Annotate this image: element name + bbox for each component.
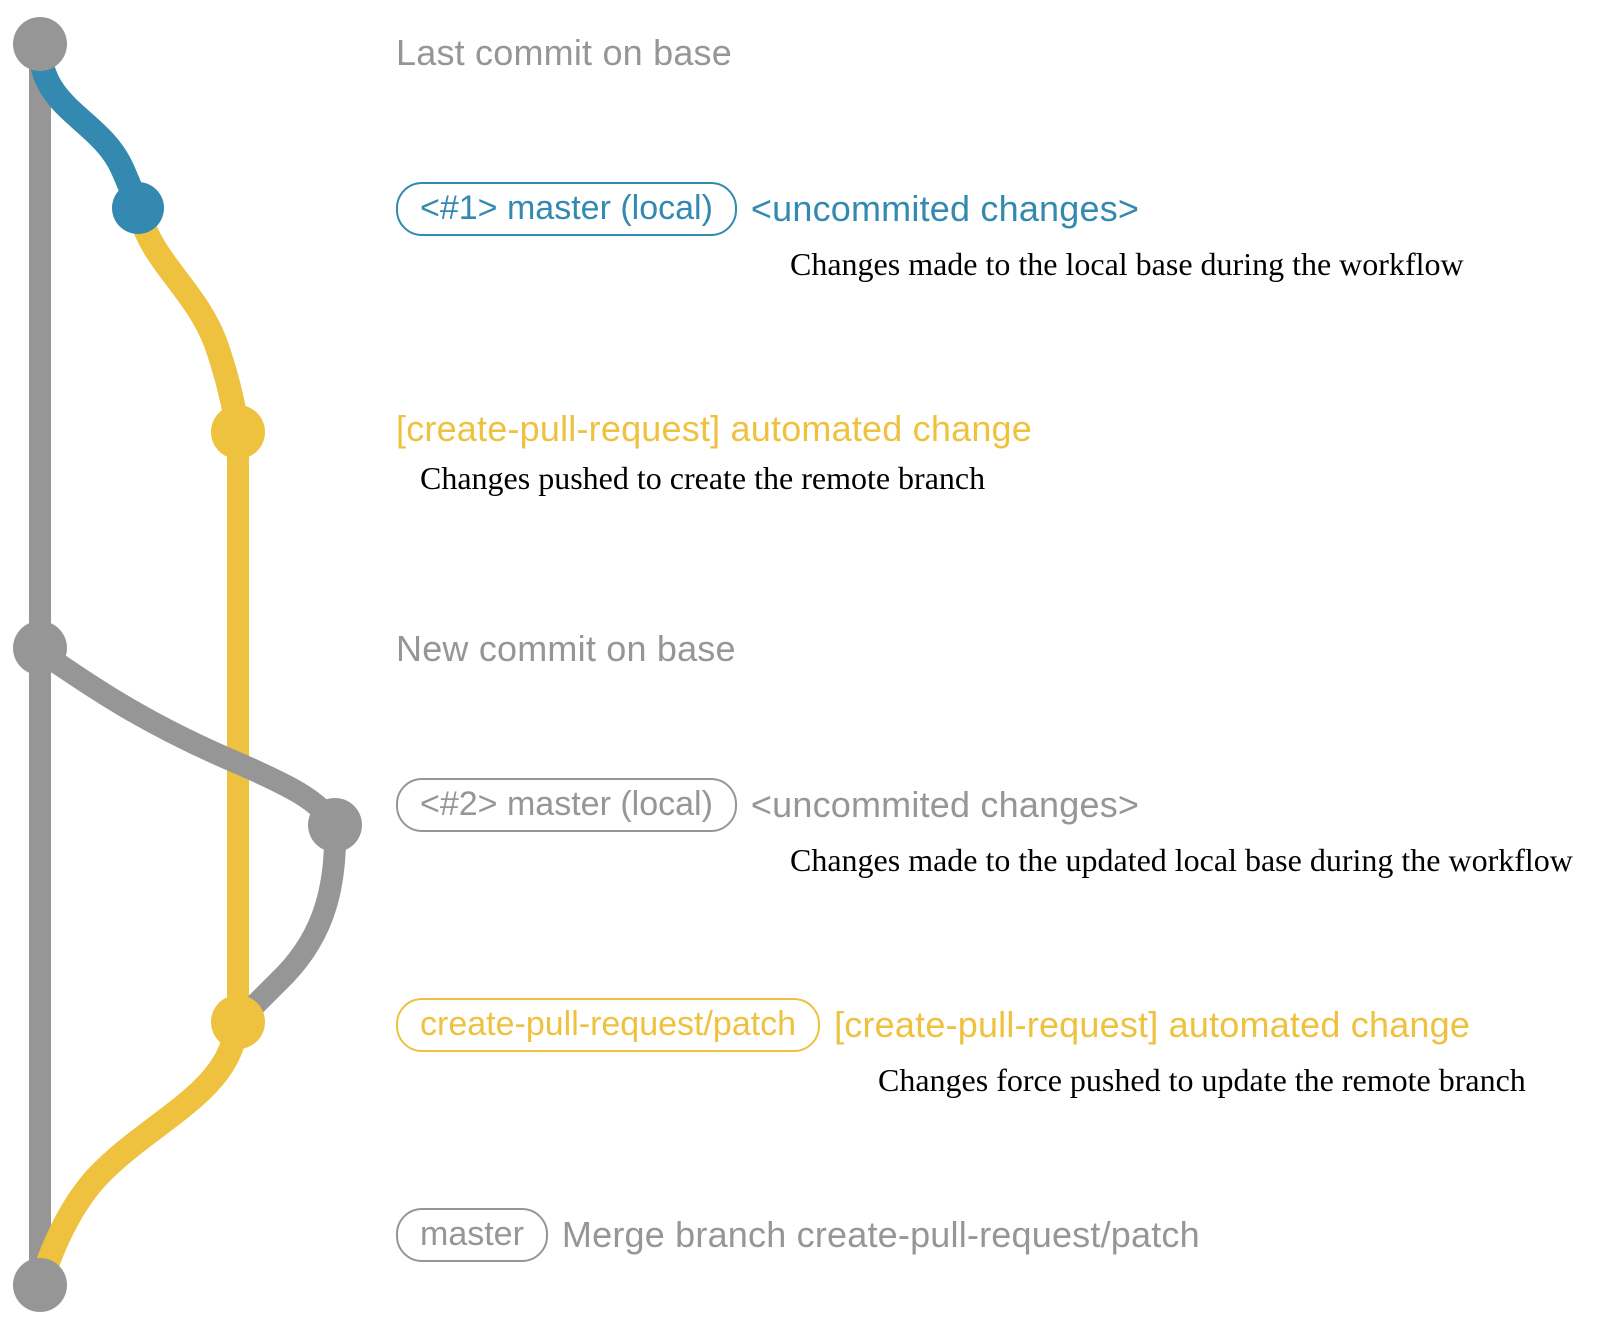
git-graph xyxy=(13,17,362,1312)
commit-caption: Changes made to the local base during th… xyxy=(790,246,1464,282)
commit-subject: [create-pull-request] automated change xyxy=(396,408,1032,449)
branch-badge-create-pull-request-patch[interactable]: create-pull-request/patch xyxy=(396,998,821,1052)
commit-subject: Merge branch create-pull-request/patch xyxy=(561,1214,1200,1255)
commit-row-local-1: <#1> master (local) <uncommited changes>… xyxy=(396,182,1464,283)
commit-row-local-2: <#2> master (local) <uncommited changes>… xyxy=(396,778,1573,879)
commit-row-automated-change-1: [create-pull-request] automated change C… xyxy=(396,408,1032,497)
commit-subject: <uncommited changes> xyxy=(750,188,1140,229)
commit-node-automated-change-1[interactable] xyxy=(211,405,265,459)
commit-row-automated-change-2: create-pull-request/patch [create-pull-r… xyxy=(396,998,1526,1099)
commit-row-line: [create-pull-request] automated change xyxy=(396,408,1032,450)
commit-subject: Last commit on base xyxy=(396,32,732,73)
commit-row-last-commit-on-base: Last commit on base xyxy=(396,32,732,74)
commit-node-master-merge[interactable] xyxy=(13,1258,67,1312)
commit-node-local-2[interactable] xyxy=(308,798,362,852)
commit-node-new-commit-on-base[interactable] xyxy=(13,621,67,675)
commit-subject: <uncommited changes> xyxy=(750,784,1140,825)
commit-node-automated-change-2[interactable] xyxy=(211,995,265,1049)
commit-subject: [create-pull-request] automated change xyxy=(834,1004,1471,1045)
edge-patch-to-merge xyxy=(30,1018,248,1292)
commit-row-master-merge: master Merge branch create-pull-request/… xyxy=(396,1208,1200,1262)
edge-base-to-local2 xyxy=(33,643,346,836)
commit-row-line: <#1> master (local) <uncommited changes> xyxy=(396,182,1464,236)
commit-row-line: <#2> master (local) <uncommited changes> xyxy=(396,778,1573,832)
branch-badge-master-local-1[interactable]: <#1> master (local) xyxy=(396,182,737,236)
commit-row-line: create-pull-request/patch [create-pull-r… xyxy=(396,998,1526,1052)
commit-node-last-commit-on-base[interactable] xyxy=(13,17,67,71)
commit-row-line: master Merge branch create-pull-request/… xyxy=(396,1208,1200,1262)
commit-row-line: New commit on base xyxy=(396,628,736,670)
branch-badge-master-local-2[interactable]: <#2> master (local) xyxy=(396,778,737,832)
commit-caption: Changes pushed to create the remote bran… xyxy=(420,460,986,496)
commit-subject: New commit on base xyxy=(396,628,736,669)
edge-local1-to-patch1 xyxy=(128,202,250,444)
commit-node-local-1[interactable] xyxy=(112,182,164,234)
commit-caption: Changes force pushed to update the remot… xyxy=(878,1062,1526,1098)
commit-caption: Changes made to the updated local base d… xyxy=(790,842,1573,878)
commit-row-new-commit-on-base: New commit on base xyxy=(396,628,736,670)
branch-badge-master[interactable]: master xyxy=(396,1208,548,1262)
commit-row-line: Last commit on base xyxy=(396,32,732,74)
